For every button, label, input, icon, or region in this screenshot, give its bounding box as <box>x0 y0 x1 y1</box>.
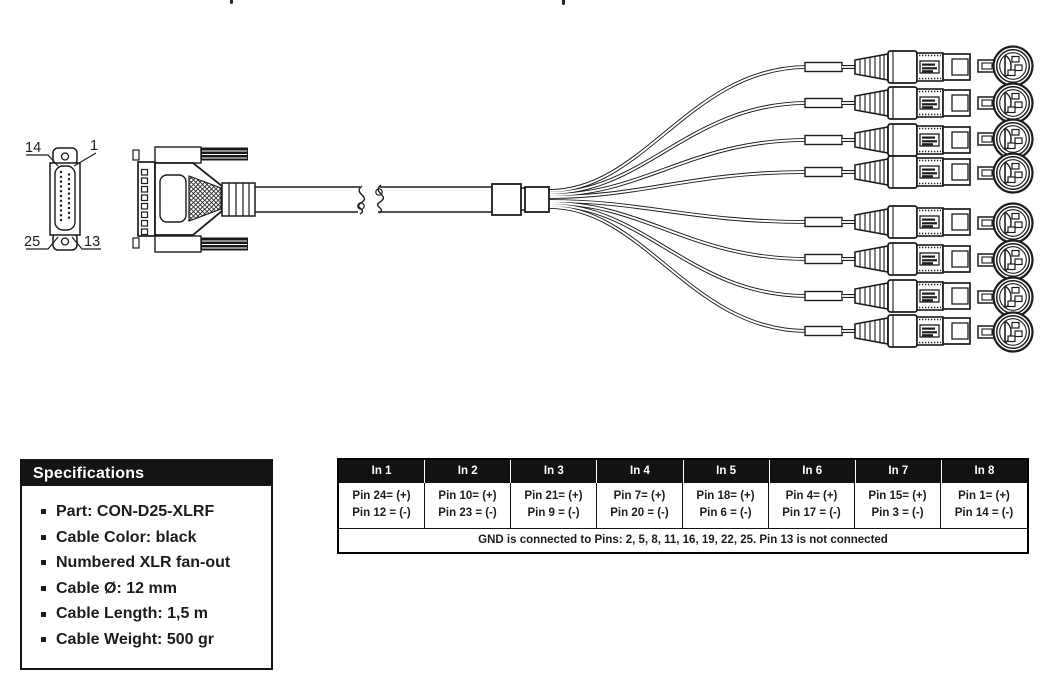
xlr-front-2 <box>976 82 1034 124</box>
cropped-text-remnant <box>562 0 565 5</box>
bullet-icon <box>41 611 46 617</box>
pin-positive: Pin 7= (+) <box>613 490 666 502</box>
spec-item-label: Numbered XLR fan-out <box>56 554 231 572</box>
spec-item-label: Cable Color: black <box>56 528 197 546</box>
spec-item-label: Cable Length: 1,5 m <box>56 605 209 623</box>
pin-label-13: 13 <box>84 234 100 250</box>
xlr-front-8 <box>976 311 1034 353</box>
pinout-col-header-in4: In 4 <box>597 460 683 483</box>
pin-label-1: 1 <box>90 138 98 154</box>
pin-negative: Pin 14 = (-) <box>954 507 1014 519</box>
specifications-list: Part: CON-D25-XLRF Cable Color: black Nu… <box>22 499 271 653</box>
pinout-cell-in2: Pin 10= (+) Pin 23 = (-) <box>425 483 511 528</box>
xlr-connectors-front <box>976 45 1034 353</box>
spec-item-label: Part: CON-D25-XLRF <box>56 503 215 520</box>
pin-negative: Pin 9 = (-) <box>527 507 580 519</box>
cropped-text-remnant <box>230 0 233 4</box>
pin-positive: Pin 24= (+) <box>352 490 411 502</box>
pinout-col-header-in2: In 2 <box>425 460 511 483</box>
xlr-side-8 <box>803 313 972 349</box>
xlr-side-5 <box>803 204 972 240</box>
cable-drawing: 14 1 25 13 <box>24 45 1034 353</box>
xlr-connectors-side <box>803 49 972 349</box>
xlr-front-5 <box>976 202 1034 244</box>
pin-negative: Pin 23 = (-) <box>438 507 497 519</box>
specifications-panel: Specifications Part: CON-D25-XLRF Cable … <box>20 459 273 670</box>
spec-item-diameter: Cable Ø: 12 mm <box>41 576 271 602</box>
spec-item-label: Cable Weight: 500 gr <box>56 630 214 648</box>
pinout-cell-in3: Pin 21= (+) Pin 9 = (-) <box>511 483 597 528</box>
xlr-front-4 <box>976 152 1034 194</box>
pinout-cell-in8: Pin 1= (+) Pin 14 = (-) <box>941 483 1027 528</box>
pinout-col-header-in8: In 8 <box>941 460 1027 483</box>
bullet-icon <box>41 637 46 643</box>
xlr-side-7 <box>803 278 972 314</box>
xlr-side-6 <box>803 241 972 277</box>
spec-item-weight: Cable Weight: 500 gr <box>41 627 271 653</box>
pinout-table-header: In 1 In 2 In 3 In 4 In 5 In 6 In 7 In 8 <box>339 460 1027 483</box>
xlr-front-6 <box>976 239 1034 281</box>
pin-positive: Pin 4= (+) <box>785 490 838 502</box>
xlr-side-4 <box>803 154 972 190</box>
spec-item-color: Cable Color: black <box>41 525 271 551</box>
fanout-sleeve <box>491 183 550 216</box>
pinout-gnd-note: GND is connected to Pins: 2, 5, 8, 11, 1… <box>339 528 1027 552</box>
pin-negative: Pin 6 = (-) <box>699 507 752 519</box>
pin-positive: Pin 1= (+) <box>958 490 1010 502</box>
main-cable <box>255 184 492 215</box>
spec-item-fanout: Numbered XLR fan-out <box>41 550 271 576</box>
xlr-front-7 <box>976 276 1034 318</box>
pin-negative: Pin 20 = (-) <box>610 507 669 519</box>
bullet-icon <box>41 586 46 592</box>
db25-side-view <box>132 146 256 253</box>
pin-positive: Pin 10= (+) <box>438 490 497 502</box>
db25-front-view: 14 1 25 13 <box>24 138 101 251</box>
pinout-cell-in7: Pin 15= (+) Pin 3 = (-) <box>855 483 941 528</box>
spec-item-length: Cable Length: 1,5 m <box>41 601 271 627</box>
pinout-table-body: Pin 24= (+) Pin 12 = (-) Pin 10= (+) Pin… <box>339 483 1027 528</box>
xlr-front-1 <box>976 45 1034 87</box>
pinout-table: In 1 In 2 In 3 In 4 In 5 In 6 In 7 In 8 … <box>337 458 1029 554</box>
spec-item-label: Cable Ø: 12 mm <box>56 579 177 597</box>
pinout-cell-in4: Pin 7= (+) Pin 20 = (-) <box>597 483 683 528</box>
pin-negative: Pin 17 = (-) <box>782 507 841 519</box>
pinout-col-header-in6: In 6 <box>769 460 855 483</box>
xlr-front-3 <box>976 118 1034 160</box>
pin-label-25: 25 <box>24 234 40 250</box>
xlr-side-1 <box>803 49 972 85</box>
pinout-cell-in6: Pin 4= (+) Pin 17 = (-) <box>769 483 855 528</box>
specifications-title: Specifications <box>22 461 271 486</box>
pin-negative: Pin 3 = (-) <box>871 507 924 519</box>
pinout-cell-in1: Pin 24= (+) Pin 12 = (-) <box>339 483 425 528</box>
xlr-side-2 <box>803 85 972 121</box>
pin-negative: Pin 12 = (-) <box>352 507 411 519</box>
bullet-icon <box>41 534 46 540</box>
pin-label-14: 14 <box>25 140 41 156</box>
pinout-col-header-in3: In 3 <box>511 460 597 483</box>
pinout-col-header-in1: In 1 <box>339 460 425 483</box>
fanout-wires <box>548 65 808 333</box>
pin-positive: Pin 15= (+) <box>868 490 927 502</box>
pinout-col-header-in5: In 5 <box>683 460 769 483</box>
bullet-icon <box>41 509 46 515</box>
pin-positive: Pin 18= (+) <box>696 490 755 502</box>
spec-item-part: Part: CON-D25-XLRF <box>41 499 271 525</box>
bullet-icon <box>41 560 46 566</box>
pinout-col-header-in7: In 7 <box>855 460 941 483</box>
xlr-side-3 <box>803 122 972 158</box>
pin-positive: Pin 21= (+) <box>524 490 583 502</box>
pinout-cell-in5: Pin 18= (+) Pin 6 = (-) <box>683 483 769 528</box>
